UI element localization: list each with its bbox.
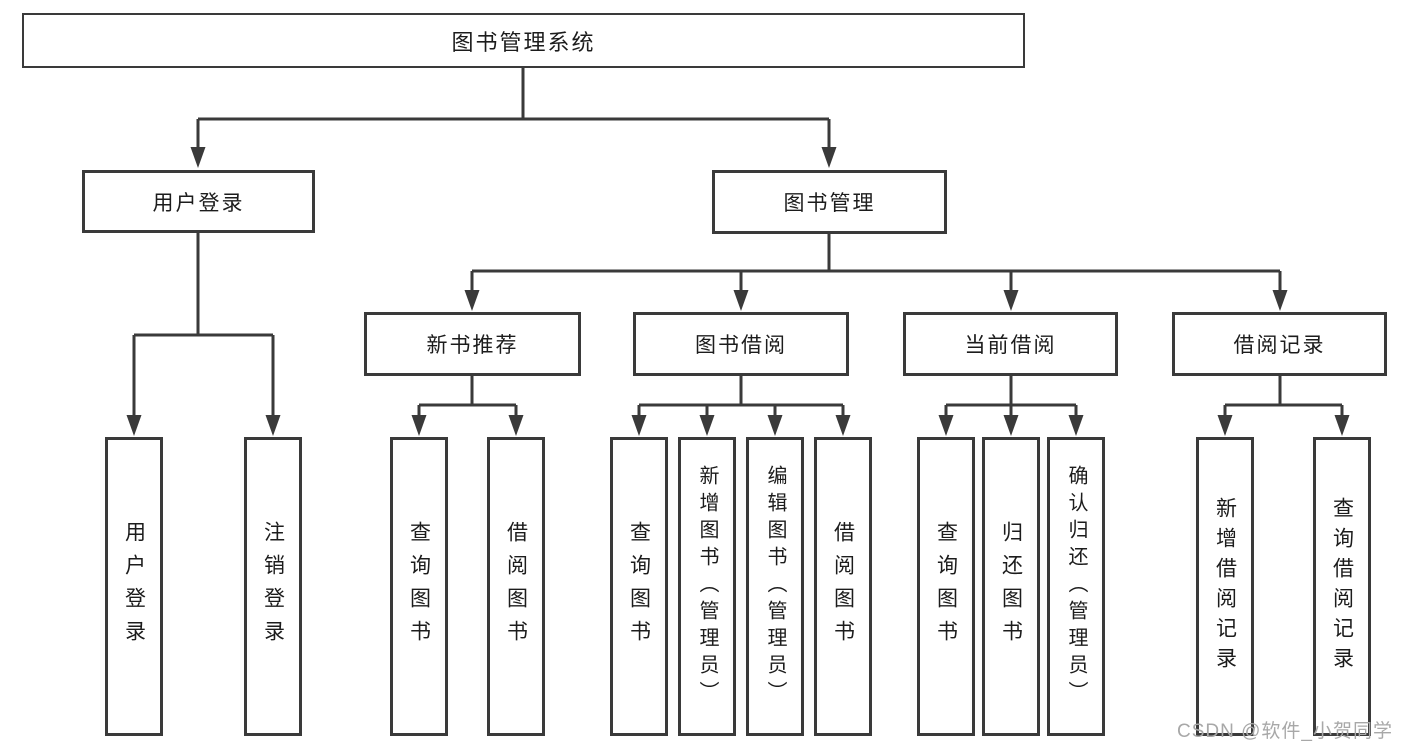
arrowhead-down-icon	[1068, 415, 1084, 436]
leaf-return-books: 归还图书	[982, 437, 1040, 736]
leaf-label: 查询图书	[407, 520, 431, 653]
node-label: 借阅记录	[1233, 334, 1326, 357]
leaf-label: 确认归还（管理员）	[1065, 465, 1087, 708]
leaf-borrow-books-borrow: 借阅图书	[814, 437, 872, 736]
leaf-label: 用户登录	[122, 520, 146, 653]
arrowhead-down-icon	[699, 415, 715, 436]
leaf-query-books-current: 查询图书	[917, 437, 975, 736]
leaf-label: 归还图书	[999, 520, 1023, 653]
node-library-management-system: 图书管理系统	[22, 13, 1025, 68]
leaf-label: 查询借阅记录	[1330, 496, 1354, 677]
leaf-query-borrow-record: 查询借阅记录	[1313, 437, 1371, 736]
arrowhead-down-icon	[1334, 415, 1350, 436]
leaf-add-books-admin: 新增图书（管理员）	[678, 437, 736, 736]
arrowhead-down-icon	[733, 290, 749, 311]
node-new-book-recommendation: 新书推荐	[364, 312, 581, 376]
leaf-confirm-return-admin: 确认归还（管理员）	[1047, 437, 1105, 736]
arrowhead-down-icon	[631, 415, 647, 436]
node-label: 图书管理	[783, 192, 876, 215]
arrowhead-down-icon	[1003, 415, 1019, 436]
arrowhead-down-icon	[508, 415, 524, 436]
node-label: 图书借阅	[695, 334, 787, 357]
node-book-borrowing: 图书借阅	[633, 312, 849, 376]
leaf-label: 新增图书（管理员）	[696, 465, 718, 708]
arrowhead-down-icon	[411, 415, 427, 436]
leaf-user-login: 用户登录	[105, 437, 163, 736]
node-label: 用户登录	[152, 191, 245, 215]
arrowhead-down-icon	[190, 147, 206, 168]
arrowhead-down-icon	[464, 290, 480, 311]
arrowhead-down-icon	[126, 415, 142, 436]
arrowhead-down-icon	[821, 147, 837, 168]
node-label: 图书管理系统	[451, 29, 596, 55]
node-user-login: 用户登录	[82, 170, 315, 233]
leaf-query-books-recommend: 查询图书	[390, 437, 448, 736]
arrowhead-down-icon	[265, 415, 281, 436]
watermark-text: CSDN @软件_小贺同学	[1177, 721, 1393, 742]
leaf-label: 查询图书	[627, 520, 651, 653]
leaf-borrow-books-recommend: 借阅图书	[487, 437, 545, 736]
arrowhead-down-icon	[938, 415, 954, 436]
node-current-borrowing: 当前借阅	[903, 312, 1118, 376]
leaf-query-books-borrow: 查询图书	[610, 437, 668, 736]
leaf-label: 查询图书	[934, 520, 958, 653]
node-book-management: 图书管理	[712, 170, 947, 234]
arrowhead-down-icon	[767, 415, 783, 436]
leaf-label: 注销登录	[261, 520, 285, 653]
arrowhead-down-icon	[835, 415, 851, 436]
leaf-new-borrow-record: 新增借阅记录	[1196, 437, 1254, 736]
arrowhead-down-icon	[1272, 290, 1288, 311]
node-label: 当前借阅	[964, 334, 1057, 357]
node-borrowing-records: 借阅记录	[1172, 312, 1387, 376]
node-label: 新书推荐	[426, 334, 519, 357]
leaf-label: 新增借阅记录	[1213, 496, 1237, 677]
leaf-logout-login: 注销登录	[244, 437, 302, 736]
leaf-label: 编辑图书（管理员）	[764, 465, 786, 708]
arrowhead-down-icon	[1217, 415, 1233, 436]
leaf-label: 借阅图书	[504, 520, 528, 653]
leaf-edit-books-admin: 编辑图书（管理员）	[746, 437, 804, 736]
arrowhead-down-icon	[1003, 290, 1019, 311]
leaf-label: 借阅图书	[831, 520, 855, 653]
